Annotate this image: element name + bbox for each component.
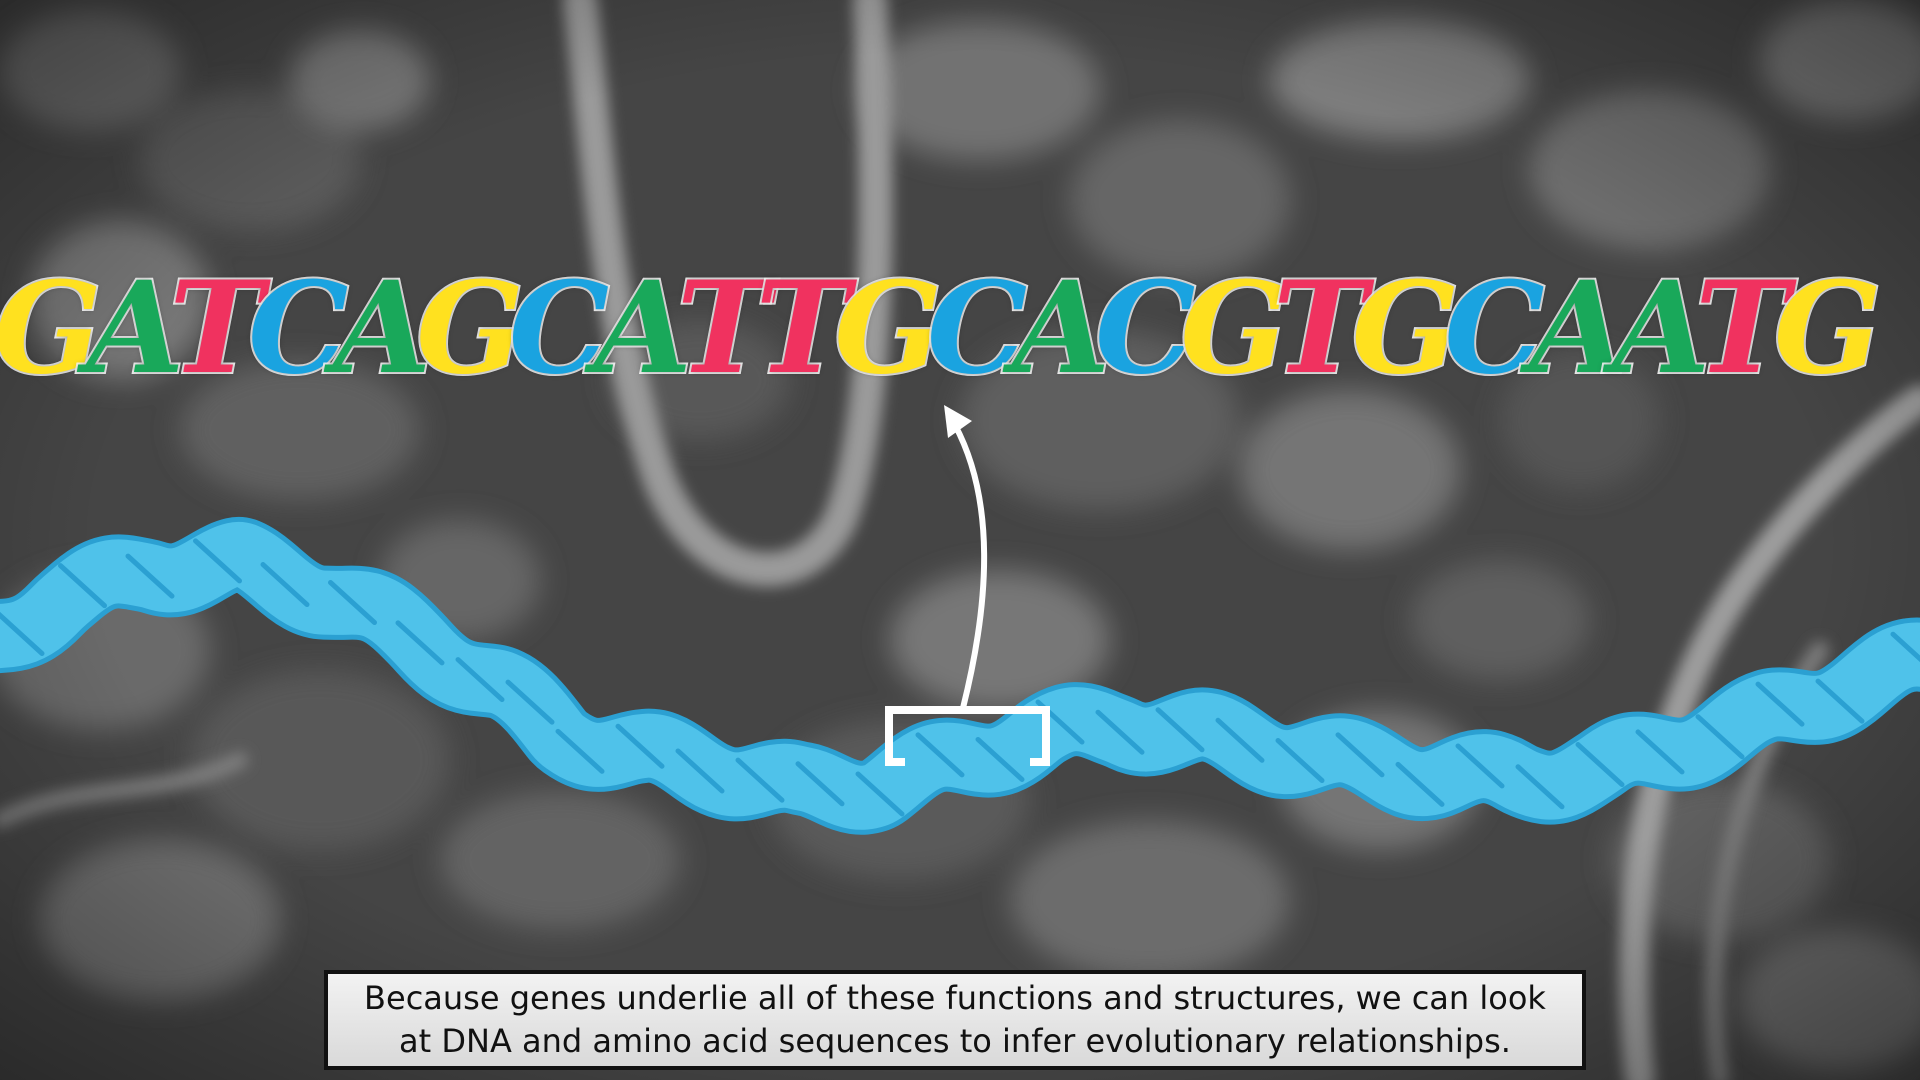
base-letter: G — [832, 254, 944, 402]
base-letter: T — [167, 254, 265, 402]
base-letter: T — [754, 254, 852, 402]
base-letter: G — [0, 254, 104, 402]
base-letter: G — [414, 254, 526, 402]
base-letter: A — [85, 254, 187, 402]
base-letter: C — [925, 254, 1029, 402]
base-letter: T — [675, 254, 773, 402]
base-letter: A — [1528, 254, 1630, 402]
base-letter: G — [1178, 254, 1290, 402]
base-letter: T — [1271, 254, 1369, 402]
base-letter: G — [1772, 254, 1884, 402]
caption-text: Because genes underlie all of these func… — [364, 979, 1546, 1060]
base-letter: G — [1350, 254, 1462, 402]
base-letter: C — [1442, 254, 1546, 402]
base-letter: C — [507, 254, 611, 402]
caption-box: Because genes underlie all of these func… — [324, 970, 1586, 1070]
base-letter: T — [1693, 254, 1791, 402]
base-letter: A — [331, 254, 433, 402]
base-letter: A — [1610, 254, 1712, 402]
base-letter: A — [1010, 254, 1112, 402]
base-letter: C — [246, 254, 350, 402]
base-letter: A — [592, 254, 694, 402]
base-letter: C — [1093, 254, 1197, 402]
